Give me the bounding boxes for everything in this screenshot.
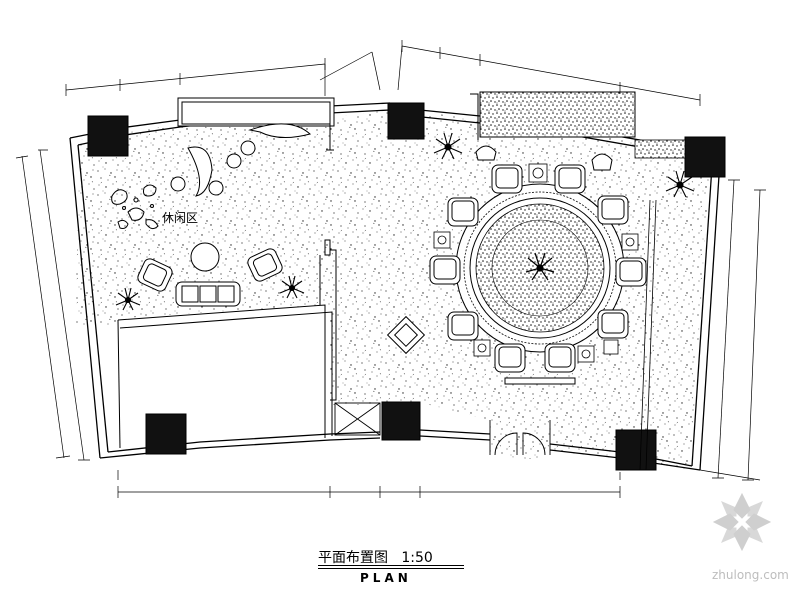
- chair: [447, 311, 479, 341]
- column-sw: [145, 413, 187, 455]
- armchair-right: [247, 248, 283, 282]
- drawing-subtitle: PLAN: [360, 571, 412, 585]
- east-feature: [639, 199, 657, 471]
- stool: [240, 140, 256, 156]
- dimension-lines-bottom: [117, 470, 621, 498]
- watermark-logo-icon: [712, 492, 772, 552]
- side-table: [528, 163, 548, 183]
- small-table: [386, 315, 426, 355]
- chair: [615, 257, 647, 287]
- dimension-lines-sides: [15, 149, 766, 481]
- chair: [494, 343, 526, 373]
- banquet-chairs: [429, 164, 647, 373]
- chair: [447, 197, 479, 227]
- coffee-table: [190, 242, 220, 272]
- sofa: [175, 281, 241, 307]
- title-underline-2: [318, 568, 464, 569]
- drawing-title: 平面布置图 1:50: [318, 547, 433, 567]
- chair: [429, 255, 461, 285]
- armchair-left: [137, 258, 173, 292]
- lounge-chair-north: [475, 145, 497, 161]
- stool: [226, 153, 242, 169]
- plant-lounge: [279, 275, 305, 299]
- drawing-title-text: 平面布置图: [318, 550, 388, 566]
- column-ne: [684, 136, 726, 178]
- chair: [491, 164, 523, 194]
- potted-plants: [115, 132, 695, 311]
- side-table: [603, 339, 619, 355]
- chair: [544, 343, 576, 373]
- banquet-accessories: [386, 145, 613, 385]
- bar-counter-end: [248, 123, 312, 138]
- stool: [170, 176, 186, 192]
- side-table: [473, 339, 491, 357]
- watermark-text: zhulong.com: [712, 568, 789, 582]
- side-table: [433, 231, 451, 249]
- lounge-area-label: 休闲区: [162, 211, 198, 225]
- drawing-scale: 1:50: [401, 550, 433, 566]
- column-s: [381, 401, 421, 441]
- entrance-doors: [334, 402, 551, 456]
- title-underline-1: [318, 565, 464, 566]
- lounge-furniture: [137, 123, 312, 307]
- chair: [597, 195, 629, 225]
- side-table: [621, 233, 639, 251]
- rock-garden: [111, 184, 159, 230]
- side-table: [577, 345, 595, 363]
- interior-partitions: [117, 97, 337, 449]
- plant-east: [665, 170, 695, 198]
- stool: [208, 180, 224, 196]
- column-n: [387, 102, 425, 140]
- lounge-chair-east: [591, 153, 613, 171]
- sideboard: [504, 377, 576, 385]
- curved-counter: [187, 146, 213, 197]
- table-centerpiece-plant: [525, 252, 555, 281]
- dimension-lines-top: [65, 40, 701, 106]
- structural-columns: [87, 102, 726, 471]
- chair: [597, 309, 629, 339]
- column-se: [615, 429, 657, 471]
- planter-strip: [470, 91, 686, 159]
- side-tables: [433, 163, 639, 363]
- column-nw: [87, 115, 129, 157]
- plant-north: [433, 132, 463, 160]
- plant-west: [115, 287, 141, 311]
- chair: [554, 164, 586, 194]
